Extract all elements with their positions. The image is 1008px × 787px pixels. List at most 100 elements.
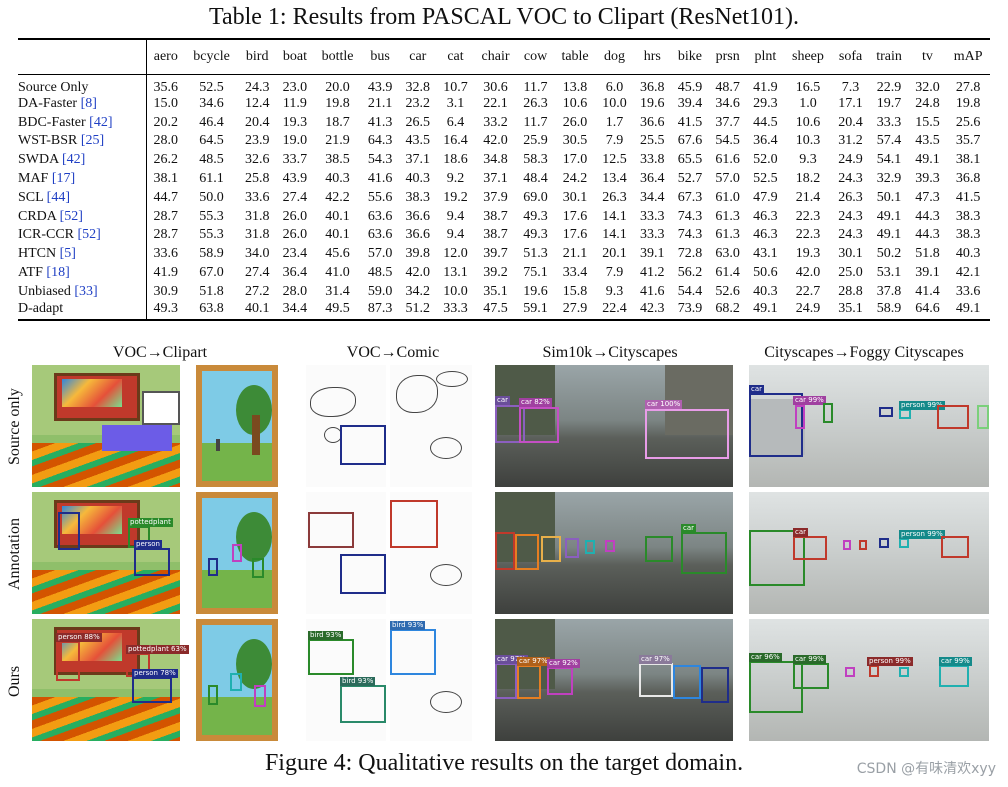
value-cell: 26.5 bbox=[405, 114, 431, 130]
value-cell: 22.3 bbox=[795, 227, 821, 243]
citation-link[interactable]: [42] bbox=[61, 152, 86, 168]
figure-row-label: Source only bbox=[6, 388, 23, 466]
column-header: sofa bbox=[831, 38, 870, 75]
method-cell: MAF [17] bbox=[18, 169, 147, 189]
value-cell: 13.1 bbox=[443, 265, 468, 281]
value-cell: 10.0 bbox=[602, 95, 627, 111]
value-cell: 12.0 bbox=[443, 246, 468, 262]
value-cell: 34.6 bbox=[199, 95, 224, 111]
value-cell: 10.6 bbox=[562, 95, 588, 111]
value-cell: 37.9 bbox=[483, 189, 508, 205]
value-cell: 57.0 bbox=[715, 171, 740, 187]
citation-link[interactable]: [18] bbox=[46, 265, 70, 281]
bbox-label: person 78% bbox=[132, 669, 178, 678]
value-cell: 27.9 bbox=[554, 301, 596, 322]
value-cell: 74.3 bbox=[677, 208, 703, 224]
clipart-park-image bbox=[196, 492, 278, 614]
value-cell: 36.6 bbox=[640, 114, 665, 130]
method-name: Unbiased bbox=[18, 283, 71, 299]
value-cell: 33.2 bbox=[483, 114, 508, 130]
value-cell: 26.3 bbox=[523, 95, 548, 111]
bbox-label: car 97% bbox=[517, 657, 550, 666]
value-cell: 3.1 bbox=[446, 95, 465, 111]
value-cell: 41.0 bbox=[325, 265, 350, 281]
value-cell: 17.1 bbox=[838, 95, 863, 111]
cityscapes-image-ours: car 97% car 97% car 92% car 97% bbox=[495, 619, 733, 741]
value-cell: 6.4 bbox=[446, 114, 465, 130]
value-cell: 23.2 bbox=[405, 95, 431, 111]
value-cell: 18.2 bbox=[795, 171, 821, 187]
value-cell: 49.1 bbox=[915, 152, 940, 168]
value-cell: 35.1 bbox=[483, 283, 508, 299]
method-cell: ATF [18] bbox=[18, 263, 147, 283]
value-cell: 41.6 bbox=[367, 171, 393, 187]
method-name: ATF bbox=[18, 265, 43, 281]
value-cell: 65.5 bbox=[677, 152, 703, 168]
value-cell: 52.0 bbox=[753, 152, 778, 168]
value-cell: 44.3 bbox=[915, 208, 940, 224]
method-cell: SWDA [42] bbox=[18, 150, 147, 170]
foggy-image-source: car car 99% person 99% bbox=[749, 365, 989, 487]
value-cell: 75.1 bbox=[523, 265, 548, 281]
bbox-label: car 99% bbox=[939, 657, 972, 666]
comic-duck-image-2 bbox=[390, 492, 472, 614]
value-cell: 47.5 bbox=[474, 301, 517, 322]
value-cell: 57.4 bbox=[876, 133, 902, 149]
column-header: bus bbox=[361, 38, 399, 75]
value-cell: 38.7 bbox=[483, 227, 508, 243]
value-cell: 41.5 bbox=[955, 189, 981, 205]
method-name: CRDA bbox=[18, 208, 57, 224]
value-cell: 21.9 bbox=[325, 133, 350, 149]
value-cell: 6.0 bbox=[605, 79, 624, 95]
clipart-park-image bbox=[196, 365, 278, 487]
method-name: SWDA bbox=[18, 152, 59, 168]
value-cell: 24.9 bbox=[784, 301, 832, 322]
value-cell: 13.8 bbox=[562, 79, 588, 95]
value-cell: 26.2 bbox=[153, 152, 179, 168]
value-cell: 1.7 bbox=[605, 114, 624, 130]
value-cell: 34.8 bbox=[483, 152, 508, 168]
value-cell: 17.6 bbox=[562, 208, 588, 224]
value-cell: 61.3 bbox=[715, 227, 740, 243]
value-cell: 42.0 bbox=[483, 133, 508, 149]
value-cell: 26.0 bbox=[282, 227, 308, 243]
citation-link[interactable]: [52] bbox=[59, 208, 83, 224]
value-cell: 58.9 bbox=[869, 301, 909, 322]
value-cell: 10.3 bbox=[795, 133, 821, 149]
method-cell: CRDA [52] bbox=[18, 207, 147, 227]
citation-link[interactable]: [44] bbox=[46, 189, 70, 205]
column-header: aero bbox=[146, 38, 185, 75]
citation-link[interactable]: [25] bbox=[80, 133, 105, 149]
value-cell: 9.4 bbox=[446, 208, 465, 224]
value-cell: 26.0 bbox=[282, 208, 308, 224]
value-cell: 50.6 bbox=[753, 265, 778, 281]
value-cell: 32.6 bbox=[244, 152, 270, 168]
value-cell: 21.1 bbox=[562, 246, 588, 262]
value-cell: 30.9 bbox=[153, 283, 179, 299]
citation-link[interactable]: [17] bbox=[51, 171, 76, 187]
citation-link[interactable]: [8] bbox=[80, 95, 97, 111]
foggy-image-annotation: car person 99% bbox=[749, 492, 989, 614]
bbox-label: car 99% bbox=[793, 396, 826, 405]
figure-col-header: Cityscapes→Foggy Cityscapes bbox=[764, 344, 964, 361]
citation-link[interactable]: [42] bbox=[89, 114, 113, 130]
column-header: chair bbox=[474, 38, 517, 75]
value-cell: 39.1 bbox=[915, 265, 940, 281]
citation-link[interactable]: [52] bbox=[77, 227, 101, 243]
value-cell: 15.5 bbox=[915, 114, 940, 130]
value-cell: 9.4 bbox=[446, 227, 465, 243]
value-cell: 20.0 bbox=[325, 79, 350, 95]
method-cell: DA-Faster [8] bbox=[18, 94, 147, 114]
value-cell: 41.9 bbox=[753, 79, 778, 95]
value-cell: 28.7 bbox=[153, 208, 179, 224]
value-cell: 33.6 bbox=[153, 246, 179, 262]
citation-link[interactable]: [33] bbox=[74, 283, 98, 299]
value-cell: 50.1 bbox=[876, 189, 902, 205]
column-header: bottle bbox=[313, 38, 362, 75]
bbox-label: car 99% bbox=[793, 655, 826, 664]
figure-col-header: VOC→Comic bbox=[346, 344, 440, 361]
value-cell: 41.3 bbox=[367, 114, 393, 130]
citation-link[interactable]: [5] bbox=[59, 246, 76, 262]
